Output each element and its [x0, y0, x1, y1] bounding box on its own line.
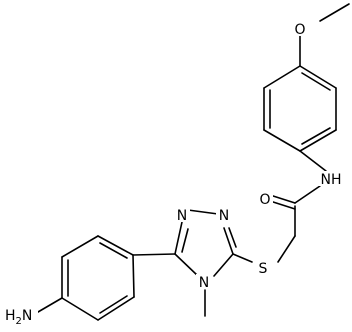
amine-subscript: 2: [16, 316, 22, 327]
methoxy-group: [299, 3, 350, 67]
sulfur-label: S: [259, 261, 268, 277]
triazole-ring: [174, 209, 253, 317]
methoxy-oxygen-label: O: [294, 22, 305, 38]
aminophenyl-ring: [37, 235, 176, 321]
amide-oxygen-label: O: [259, 192, 270, 208]
triazole-n1-label: N: [219, 208, 229, 224]
triazole-n4-label: N: [199, 275, 209, 291]
amide-linker: [269, 150, 327, 263]
triazole-n2-label: N: [177, 208, 187, 224]
methoxyphenyl-ring: [263, 65, 337, 152]
amide-nh-label: NH: [321, 172, 342, 188]
amine-label: H2N: [5, 308, 32, 327]
